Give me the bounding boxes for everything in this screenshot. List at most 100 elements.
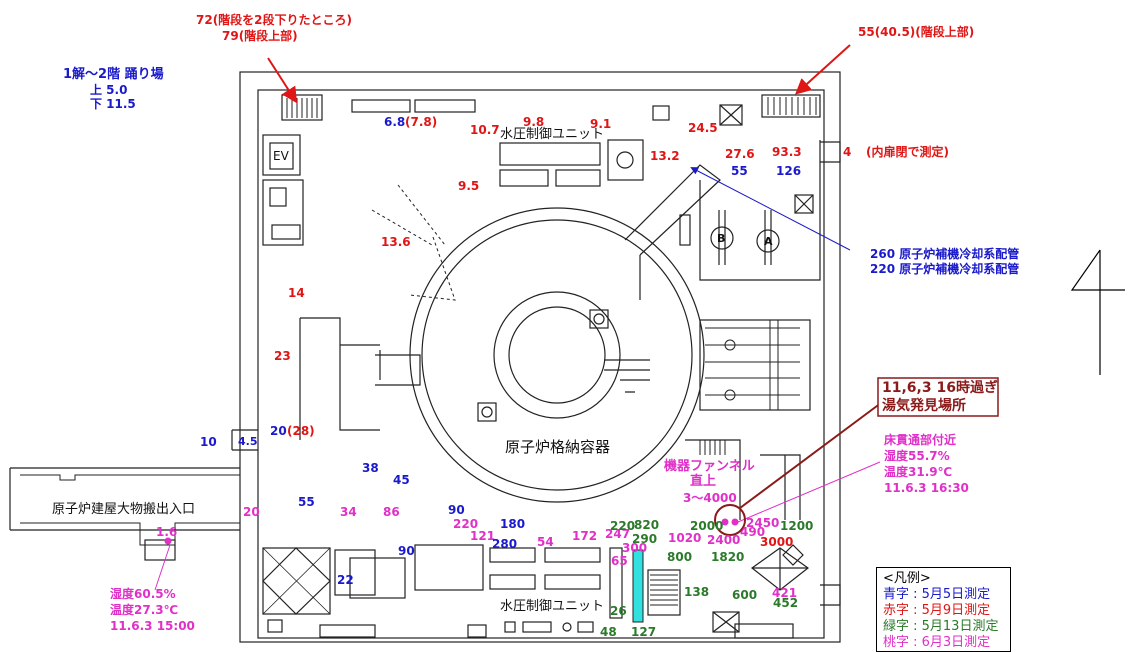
reading: 38 (362, 461, 379, 475)
label-entrance-note-2: 温度27.3℃ (110, 603, 179, 617)
reading: 55 (731, 164, 748, 178)
label-floor-note-3: 温度31.9℃ (884, 465, 953, 479)
reading: 1820 (711, 550, 745, 564)
label-entrance-note-3: 11.6.3 15:00 (110, 619, 195, 633)
reading: (7.8) (405, 115, 438, 129)
building-outer-wall (239, 71, 841, 643)
label-pipe-1: 260 原子炉補機冷却系配管 (870, 247, 1020, 261)
reading: 24.5 (688, 121, 718, 135)
reading: 90 (398, 544, 415, 558)
reading: 138 (684, 585, 710, 599)
reading: 4.5 (238, 435, 258, 448)
label-containment: 原子炉格納容器 (505, 438, 611, 456)
reading: 820 (634, 518, 660, 532)
steam-dot-2 (731, 518, 739, 526)
reading: 3000 (760, 535, 794, 549)
reading: 2450 (746, 516, 780, 530)
steam-callout-box (877, 377, 999, 417)
reading: 48 (600, 625, 617, 639)
reading: 280 (492, 537, 518, 551)
label-floor-note-1: 床貫通部付近 (884, 433, 957, 447)
reading: 10 (200, 435, 217, 449)
reading: 13.2 (650, 149, 680, 163)
label-steam-title-2: 湯気発見場所 (882, 398, 966, 414)
reading: 9.5 (458, 179, 480, 193)
reading: 90 (448, 503, 465, 517)
steam-dot-1 (721, 518, 729, 526)
reading: 20 (243, 505, 260, 519)
reading: 27.6 (725, 147, 755, 161)
label-entrance: 原子炉建屋大物搬出入口 (52, 502, 196, 517)
label-door-note: (内扉閉で測定) (866, 145, 949, 159)
label-funnel-1: 機器ファンネル (664, 459, 755, 474)
legend-item-blue: 青字 : 5月5日測定 (883, 587, 991, 602)
reading: 6.8 (384, 115, 406, 129)
reading: 290 (632, 532, 658, 546)
reading: 86 (383, 505, 400, 519)
reading: 93.3 (772, 145, 802, 159)
reading: 14 (288, 286, 305, 300)
reading: 121 (470, 529, 496, 543)
label-landing-title: 1解～2階 踊り場 (63, 67, 164, 82)
reading: 1200 (780, 519, 814, 533)
reading: 22 (337, 573, 354, 587)
containment-outer (409, 207, 705, 503)
label-stair-top-left: 72(階段を2段下りたところ) (196, 13, 353, 27)
reading: 23 (274, 349, 291, 363)
reading: 452 (773, 596, 799, 610)
reading: 20 (270, 424, 287, 438)
reading: 34 (340, 505, 357, 519)
reading: 10.7 (470, 123, 500, 137)
legend-item-pink: 桃字 : 6月3日測定 (883, 635, 991, 650)
label-landing-down: 下 11.5 (90, 97, 136, 111)
reading: 2000 (690, 519, 724, 533)
elevator (262, 134, 301, 176)
reading: 54 (537, 535, 554, 549)
label-hydro-unit-bottom: 水圧制御ユニット (500, 599, 605, 614)
label-ev: EV (273, 149, 289, 163)
label-stair-top-right: 55(40.5)(階段上部) (858, 25, 975, 39)
label-entrance-note-1: 湿度60.5% (110, 587, 176, 601)
handwritten-4 (1070, 249, 1125, 375)
reading: 172 (572, 529, 598, 543)
legend-item-green: 緑字 : 5月13日測定 (883, 619, 999, 634)
cyan-duct (632, 549, 644, 623)
label-pipe-2: 220 原子炉補機冷却系配管 (870, 262, 1020, 276)
label-pump-b: B (717, 232, 726, 245)
label-pump-a: A (764, 235, 773, 248)
stairs-top-right (761, 94, 821, 118)
reading: 9.1 (590, 117, 612, 131)
reading: (28) (287, 424, 315, 438)
label-funnel-2: 直上 (690, 474, 717, 489)
reading: 1020 (668, 531, 702, 545)
legend-title: <凡例> (883, 571, 931, 586)
label-stair-top-left-2: 79(階段上部) (222, 29, 298, 43)
reading: 127 (631, 625, 657, 639)
building-inner-wall (257, 89, 825, 639)
entrance-dot (164, 537, 172, 545)
reading: 126 (776, 164, 802, 178)
reading: 45 (393, 473, 410, 487)
reading: 220 (453, 517, 479, 531)
label-funnel-3: 3～4000 (683, 491, 737, 505)
reading: 55 (298, 495, 315, 509)
reading: 1.6 (156, 525, 178, 539)
reading: 4 (843, 145, 852, 159)
stairs-top-left (281, 94, 323, 121)
reading: 180 (500, 517, 526, 531)
entrance-corridor (9, 467, 240, 531)
label-hydro-unit-top: 水圧制御ユニット (500, 127, 605, 142)
reading: 13.6 (381, 235, 411, 249)
label-floor-note-4: 11.6.3 16:30 (884, 481, 969, 495)
steam-location-circle (714, 504, 746, 536)
reading: 65 (611, 554, 628, 568)
reading: 421 (772, 586, 798, 600)
reading: 490 (740, 525, 766, 539)
reading: 26 (610, 604, 627, 618)
label-floor-note-2: 湿度55.7% (884, 449, 950, 463)
legend-item-red: 赤字 : 5月9日測定 (883, 603, 991, 618)
reading: 600 (732, 588, 758, 602)
legend-box: <凡例> 青字 : 5月5日測定 赤字 : 5月9日測定 緑字 : 5月13日測… (876, 567, 1011, 652)
reading: 247 (605, 527, 631, 541)
reading: 2400 (707, 533, 741, 547)
